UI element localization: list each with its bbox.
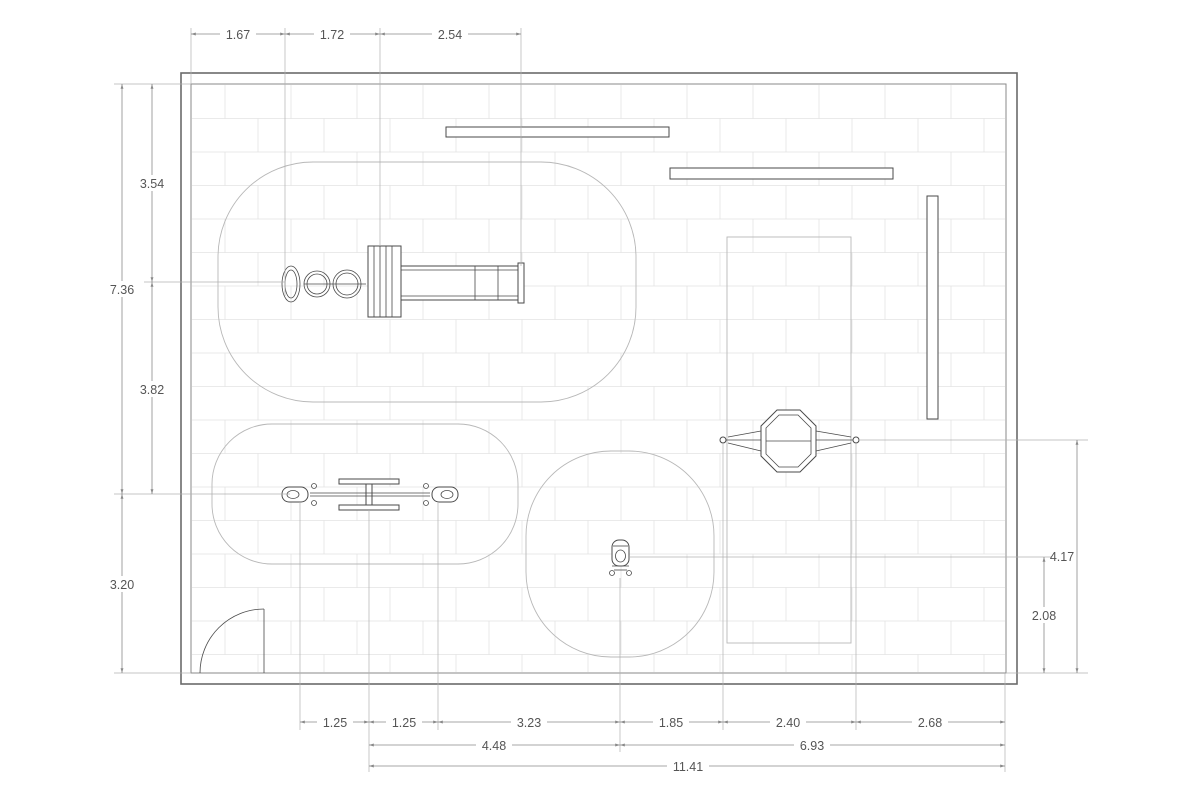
play-structure-icon — [281, 245, 525, 318]
dim-bottom-2: 1.25 — [392, 716, 416, 730]
extension-lines — [114, 28, 1088, 772]
door-icon — [199, 608, 265, 674]
dim-bottom-3: 3.23 — [517, 716, 541, 730]
dim-bottom-row2-1: 4.48 — [482, 739, 506, 753]
bench-top-left — [445, 126, 670, 138]
dim-bottom-total: 11.41 — [673, 760, 703, 774]
paving-pattern — [192, 85, 1005, 672]
bench-top-right — [669, 167, 894, 180]
seesaw-icon — [281, 478, 459, 511]
dim-left-inner-1: 3.54 — [140, 177, 164, 191]
dim-bottom-row2-2: 6.93 — [800, 739, 824, 753]
dim-bottom-1: 1.25 — [323, 716, 347, 730]
bench-right-vertical — [926, 195, 939, 420]
dimension-labels: 1.67 1.72 2.54 7.36 3.20 3.54 3.82 1.25 … — [104, 26, 1074, 774]
dim-top-1: 1.67 — [226, 28, 250, 42]
dim-left-inner-2: 3.82 — [140, 383, 164, 397]
dim-bottom-4: 1.85 — [659, 716, 683, 730]
spring-rider-icon — [609, 539, 632, 576]
swing-icon — [719, 409, 860, 473]
inner-wall — [190, 83, 1007, 674]
dim-left-outer-2: 3.20 — [110, 578, 134, 592]
dim-left-outer-1: 7.36 — [110, 283, 134, 297]
dim-bottom-5: 2.40 — [776, 716, 800, 730]
dim-right-2: 2.08 — [1032, 609, 1056, 623]
dim-right-1: 4.17 — [1050, 550, 1074, 564]
dim-top-2: 1.72 — [320, 28, 344, 42]
dim-bottom-6: 2.68 — [918, 716, 942, 730]
outer-wall — [180, 72, 1018, 685]
dim-top-3: 2.54 — [438, 28, 462, 42]
